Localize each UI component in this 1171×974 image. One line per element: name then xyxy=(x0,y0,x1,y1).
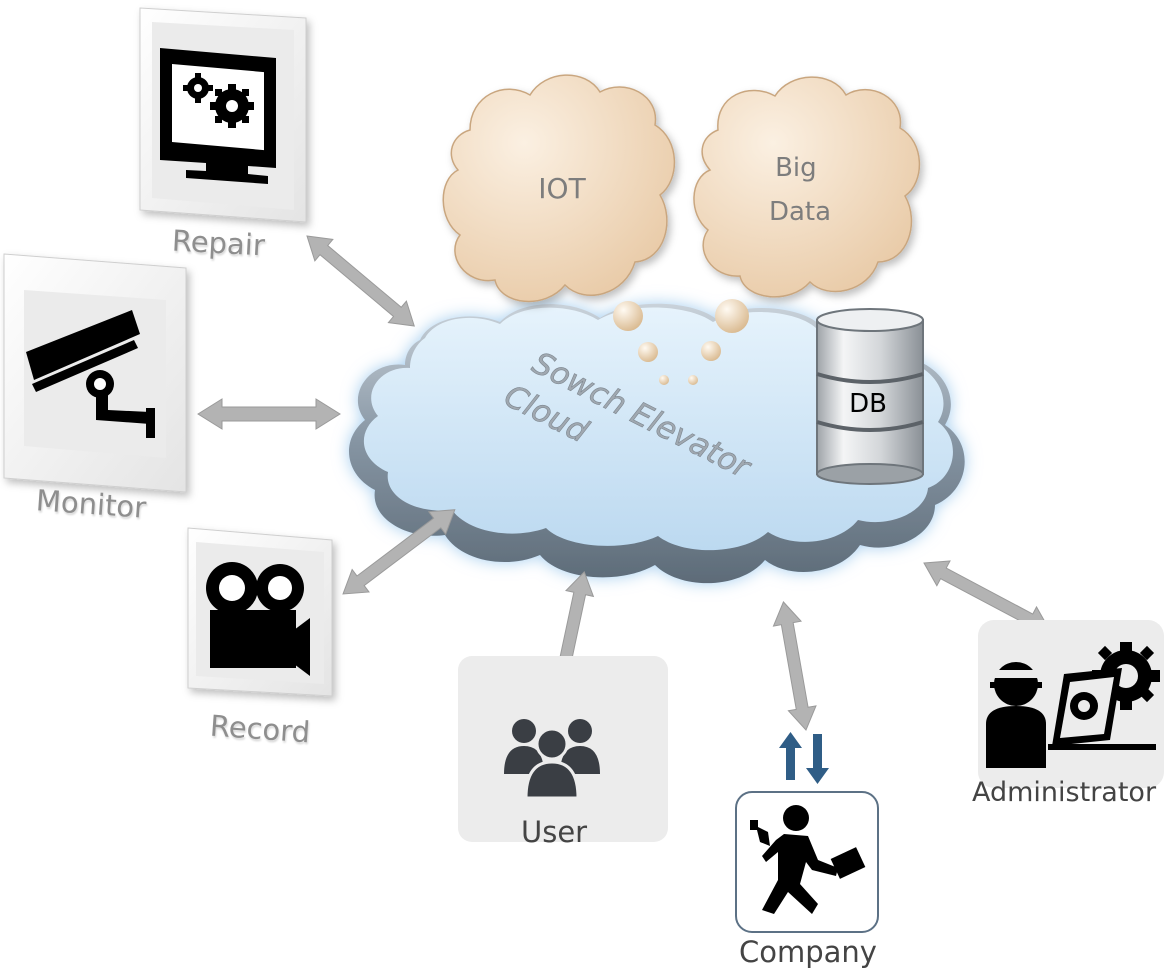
administrator-node xyxy=(978,620,1164,788)
thought-bubble-iot: IOT xyxy=(442,74,676,303)
video-camera-icon xyxy=(206,562,310,676)
user-label: User xyxy=(521,815,588,849)
user-group-icon xyxy=(504,719,600,800)
administrator-label: Administrator xyxy=(972,777,1157,808)
arrow-record-cloud xyxy=(342,509,456,595)
transfer-arrows-icon xyxy=(779,732,829,784)
db-label: DB xyxy=(849,389,887,419)
repair-label: Repair xyxy=(171,223,266,263)
main-cloud xyxy=(348,303,965,584)
thought-puffs xyxy=(613,299,749,385)
arrow-company-cloud xyxy=(772,601,817,731)
arrow-monitor-cloud xyxy=(197,398,341,430)
record-node xyxy=(187,527,333,697)
database-icon: DB xyxy=(816,308,924,485)
monitor-gears-icon xyxy=(160,48,276,184)
main-cloud-body xyxy=(363,307,953,551)
arrow-repair-cloud xyxy=(306,235,415,327)
company-label: Company xyxy=(739,935,877,969)
thought-bubble-big-data: Big Data xyxy=(693,76,921,298)
repair-node xyxy=(139,7,307,223)
big-data-label: Big Data xyxy=(769,153,831,227)
technician-with-briefcase-icon xyxy=(750,805,866,914)
security-camera-icon xyxy=(26,310,155,438)
monitor-node xyxy=(3,253,187,493)
iot-label: IOT xyxy=(538,172,586,205)
company-node xyxy=(735,791,879,933)
record-label: Record xyxy=(208,708,312,750)
admin-laptop-gear-icon xyxy=(986,642,1160,768)
user-node xyxy=(458,656,668,842)
